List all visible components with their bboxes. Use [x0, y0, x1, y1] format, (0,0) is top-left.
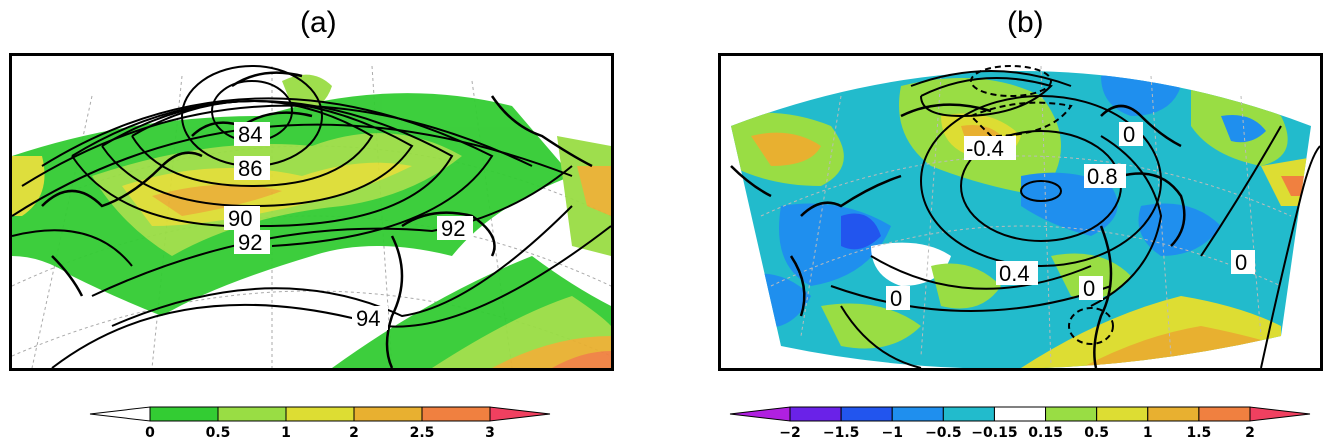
- colorbar-tick-label: −1: [881, 425, 902, 441]
- contour-label: -0.4: [966, 136, 1004, 161]
- colorbar-swatch: [891, 406, 944, 422]
- colorbar-tick-label: −2: [779, 425, 800, 441]
- colorbar-swatch: [1147, 406, 1200, 422]
- colorbar-tick-label: 2: [1245, 425, 1255, 441]
- colorbar-tick-label: −0.5: [925, 425, 962, 441]
- contour-label: 86: [238, 156, 262, 181]
- colorbar-swatch: [942, 406, 995, 422]
- panel-b-map: -0.4 0 0.8 0.4 0 0 0: [718, 53, 1323, 371]
- contour-label: 92: [441, 216, 465, 241]
- shading-b: [731, 71, 1311, 368]
- contour-label: 0.4: [999, 261, 1030, 286]
- colorbar-high-extension: [1249, 406, 1311, 422]
- negative-contours-b: [969, 65, 1114, 345]
- contour-label-group-b: -0.4 0 0.8 0.4 0 0 0: [886, 122, 1255, 311]
- colorbar-swatch: [789, 406, 842, 422]
- contour-label: 94: [356, 306, 380, 331]
- contour-label: 0: [1123, 122, 1135, 147]
- colorbar-tick-label: 1.5: [1186, 425, 1211, 441]
- colorbar-a-svg: 0 0.5 1 2 2.5 3: [89, 406, 551, 441]
- colorbar-tick-label: 3: [485, 425, 495, 441]
- contour-label: 90: [228, 206, 252, 231]
- panel-a-title: (a): [300, 6, 337, 39]
- contour-label: 0: [890, 286, 902, 311]
- coastlines-b: [730, 103, 1186, 368]
- colorbar-swatch: [353, 406, 423, 422]
- colorbar-tick-label: 0: [145, 425, 155, 441]
- contour-label-group-a: 84 86 90 92 92 94: [224, 122, 473, 331]
- contour-label: 92: [238, 230, 262, 255]
- colorbar-b-svg: −2 −1.5 −1 −0.5 −0.15 0.15 0.5 1 1.5 2: [729, 406, 1311, 441]
- colorbar-tick-label: 2.5: [410, 425, 435, 441]
- colorbar-tick-label: −0.15: [971, 425, 1017, 441]
- colorbar-tick-label: 2: [349, 425, 359, 441]
- colorbar-swatch: [217, 406, 287, 422]
- coastlines-a: [41, 71, 593, 368]
- colorbar-a: 0 0.5 1 2 2.5 3: [89, 405, 551, 445]
- colorbar-swatch: [421, 406, 491, 422]
- contours-b: [830, 70, 1320, 368]
- colorbar-b: −2 −1.5 −1 −0.5 −0.15 0.15 0.5 1 1.5 2: [729, 405, 1311, 445]
- colorbar-swatch: [149, 406, 219, 422]
- colorbar-swatch: [993, 406, 1047, 422]
- colorbar-low-extension: [89, 406, 151, 422]
- colorbar-tick-label: −1.5: [823, 425, 860, 441]
- colorbar-swatch: [1045, 406, 1098, 422]
- colorbar-tick-label: 1: [1143, 425, 1153, 441]
- contour-label: 0: [1235, 250, 1247, 275]
- colorbar-high-extension: [489, 406, 551, 422]
- colorbar-swatch: [1198, 406, 1251, 422]
- colorbar-tick-label: 0.5: [1084, 425, 1109, 441]
- colorbar-swatch: [840, 406, 893, 422]
- colorbar-tick-label: 0.15: [1028, 425, 1063, 441]
- contour-label: 0.8: [1087, 164, 1118, 189]
- panel-b-title: (b): [1007, 6, 1044, 39]
- contours-a: [12, 65, 611, 368]
- colorbar-swatch: [1096, 406, 1149, 422]
- colorbar-swatch: [285, 406, 355, 422]
- colorbar-low-extension: [729, 406, 791, 422]
- contour-label: 84: [238, 122, 262, 147]
- colorbar-tick-label: 0.5: [206, 425, 231, 441]
- contour-label: 0: [1083, 276, 1095, 301]
- colorbar-tick-label: 1: [281, 425, 291, 441]
- panel-a-map: 84 86 90 92 92 94: [9, 53, 614, 371]
